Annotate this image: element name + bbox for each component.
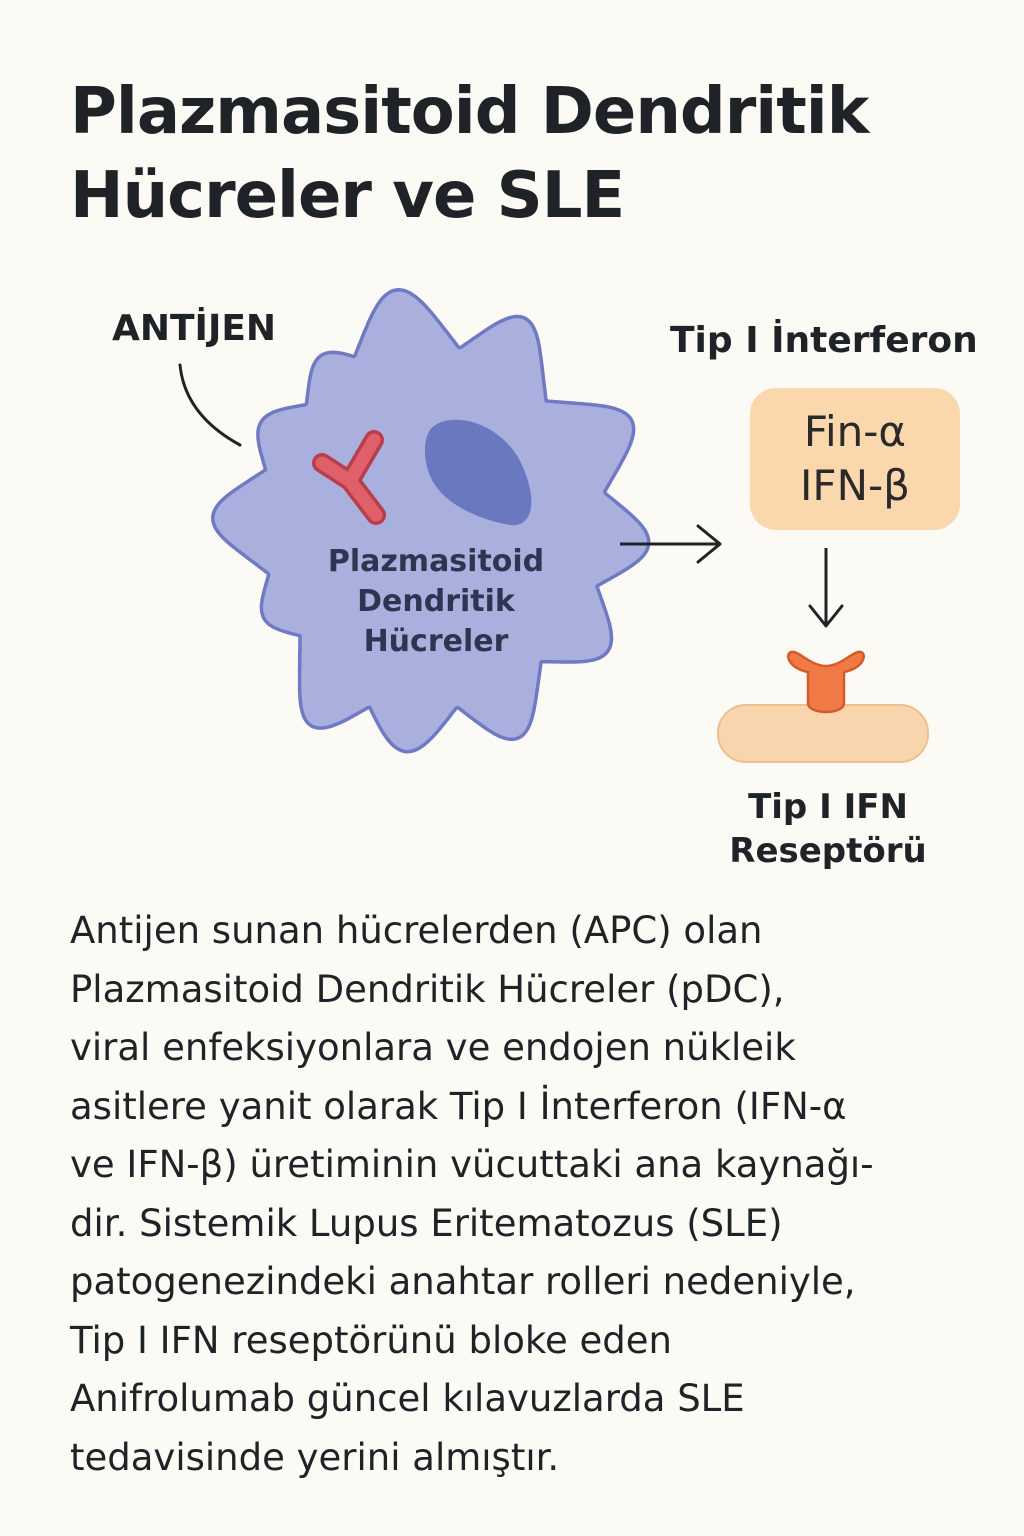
cell-label-line: Plazmasitoid <box>327 544 545 579</box>
arrow-right-icon <box>620 524 722 564</box>
title-line-1: Plazmasitoid Dendritik <box>70 75 869 149</box>
interferon-heading: Tip I İnterferon <box>670 320 978 361</box>
cell-label: Plazmasitoid Dendritik Hücreler <box>316 542 556 662</box>
description-line: Plazmasitoid Dendritik Hücreler (pDC), <box>70 967 785 1011</box>
description-line: dir. Sistemik Lupus Eritematozus (SLE) <box>70 1201 783 1245</box>
description-line: Tip I IFN reseptörünü bloke eden <box>70 1318 672 1362</box>
receptor-label-line: Reseptörü <box>729 831 927 871</box>
arrow-down-icon <box>808 548 844 628</box>
nucleus <box>424 419 532 526</box>
description-line: patogenezindeki anahtar rolleri nedeniyl… <box>70 1260 856 1303</box>
description-line: ve IFN-β) üretiminin vücuttaki ana kayna… <box>70 1143 874 1186</box>
interferon-box: Fin-α IFN-β <box>750 388 960 530</box>
cell-label-line: Hücreler <box>363 624 509 659</box>
diagram-graphics <box>178 288 929 763</box>
description-line: asitlere yanit olarak Tip I İnterferon (… <box>70 1084 847 1128</box>
pdc-cell-body <box>211 288 651 754</box>
description-paragraph: Antijen sunan hücrelerden (APC) olan Pla… <box>70 902 970 1487</box>
pdc-diagram: ANTİJEN Tip I İnterferon Plazmasitoid De… <box>0 280 1024 900</box>
title-line-2: Hücreler ve SLE <box>70 159 625 233</box>
description-line: viral enfeksiyonlara ve endojen nükleik <box>70 1026 796 1069</box>
description-line: tedavisinde yerini almıştır. <box>70 1435 560 1479</box>
ifn-beta-label: IFN-β <box>800 461 910 510</box>
description-line: Antijen sunan hücrelerden (APC) olan <box>70 909 763 952</box>
receptor-label-line: Tip I IFN <box>748 787 908 827</box>
cell-membrane <box>717 704 929 763</box>
antigen-label: ANTİJEN <box>112 308 277 349</box>
receptor-label: Tip I IFN Reseptörü <box>718 785 938 873</box>
description-line: Anifrolumab güncel kılavuzlarda SLE <box>70 1377 745 1420</box>
ifn-receptor-icon <box>787 650 865 714</box>
antigen-pointer-line <box>178 363 242 447</box>
cell-label-line: Dendritik <box>357 584 515 619</box>
ifn-alpha-label: Fin-α <box>803 407 907 456</box>
page-title: Plazmasitoid Dendritik Hücreler ve SLE <box>70 70 970 238</box>
